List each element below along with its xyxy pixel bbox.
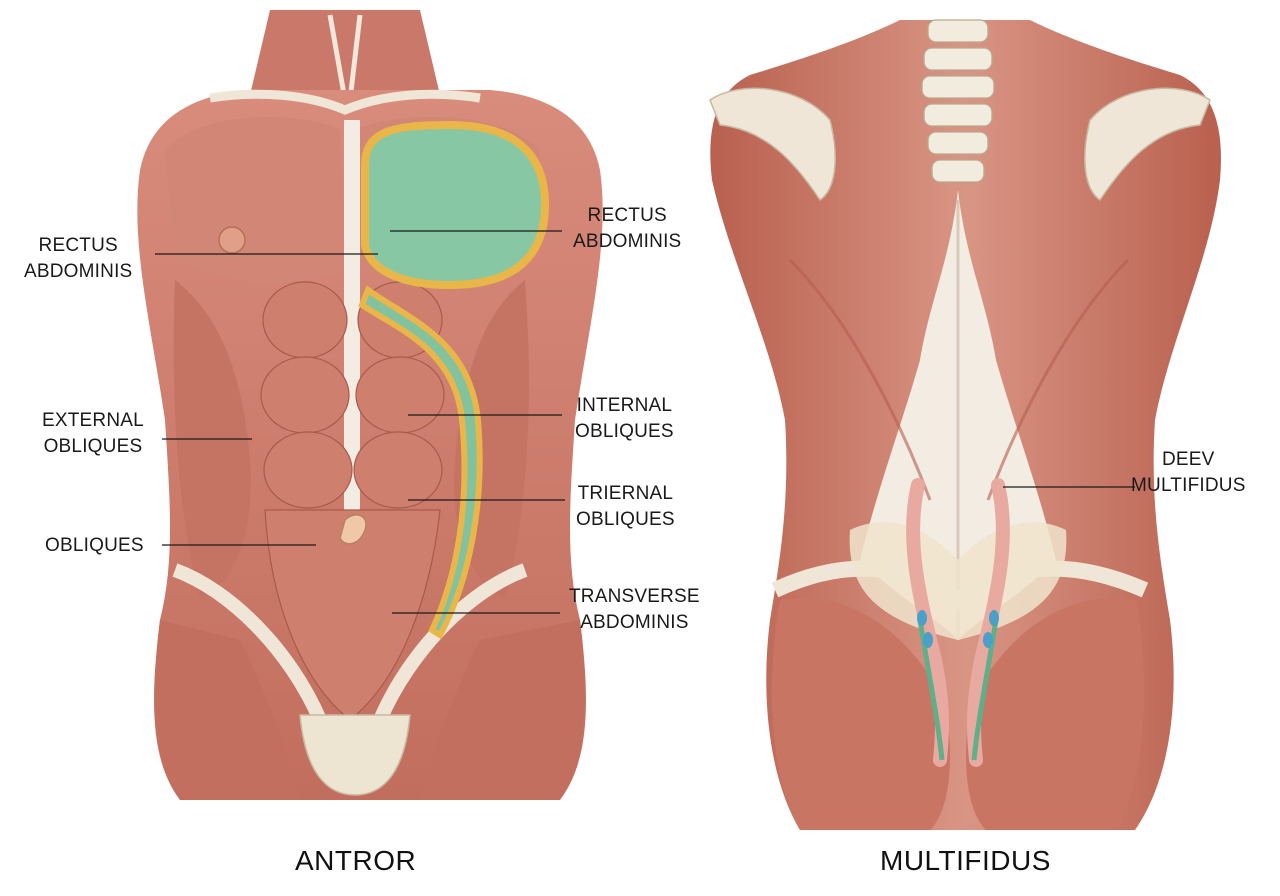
vertebrae bbox=[921, 19, 995, 183]
label-text: TRANSVERSE bbox=[569, 586, 700, 607]
label-text: DEEV bbox=[1162, 449, 1215, 470]
label-internal-obliques: INTERNAL OBLIQUES bbox=[575, 393, 674, 445]
nipple bbox=[218, 226, 246, 254]
left-gluteus bbox=[771, 598, 950, 830]
front-view-caption: ANTROR bbox=[295, 845, 417, 876]
left-external-oblique bbox=[173, 280, 251, 600]
label-text: INTERNAL bbox=[576, 395, 673, 416]
highlight-circle bbox=[361, 120, 550, 290]
label-text: RECTUS bbox=[587, 205, 667, 226]
rectus-abdominis-segments bbox=[260, 281, 445, 721]
left-scapula bbox=[709, 87, 836, 202]
label-deev-multifidus: DEEV MULTIFIDUS bbox=[1131, 447, 1246, 499]
label-text: RECTUS bbox=[38, 235, 118, 256]
back-torso bbox=[709, 19, 1221, 830]
right-scapula bbox=[1084, 87, 1211, 202]
right-gluteus bbox=[966, 598, 1145, 830]
front-leader-lines bbox=[155, 230, 565, 614]
label-text: OBLIQUES bbox=[576, 509, 675, 530]
label-obliques: OBLIQUES bbox=[45, 533, 144, 559]
label-text: ABDOMINIS bbox=[580, 612, 689, 633]
label-external-obliques: EXTERNAL OBLIQUES bbox=[42, 408, 144, 460]
label-text: TRIERNAL bbox=[577, 483, 674, 504]
front-torso bbox=[137, 10, 603, 800]
label-text: MULTIFIDUS bbox=[1131, 475, 1246, 496]
label-text: OBLIQUES bbox=[45, 535, 144, 556]
multifidus-strands bbox=[906, 478, 1010, 767]
label-right-rectus-abdominis: RECTUS ABDOMINIS bbox=[573, 203, 681, 255]
label-transverse-abdominis: TRANSVERSE ABDOMINIS bbox=[569, 584, 700, 636]
label-text: OBLIQUES bbox=[43, 436, 143, 457]
front-neck bbox=[250, 10, 440, 95]
highlight-band bbox=[358, 285, 483, 640]
label-text: EXTERNAL bbox=[42, 410, 144, 431]
label-text: ABDOMINIS bbox=[573, 231, 682, 252]
front-pelvis bbox=[299, 714, 411, 796]
back-view-caption: MULTIFIDUS bbox=[880, 845, 1051, 876]
label-triernal-obliques: TRIERNAL OBLIQUES bbox=[576, 481, 675, 533]
label-text: OBLIQUES bbox=[575, 421, 674, 442]
left-pectoral bbox=[165, 116, 345, 283]
label-left-rectus-abdominis: RECTUS ABDOMINIS bbox=[24, 233, 132, 285]
label-text: ABDOMINIS bbox=[24, 261, 133, 282]
navel bbox=[339, 514, 367, 545]
